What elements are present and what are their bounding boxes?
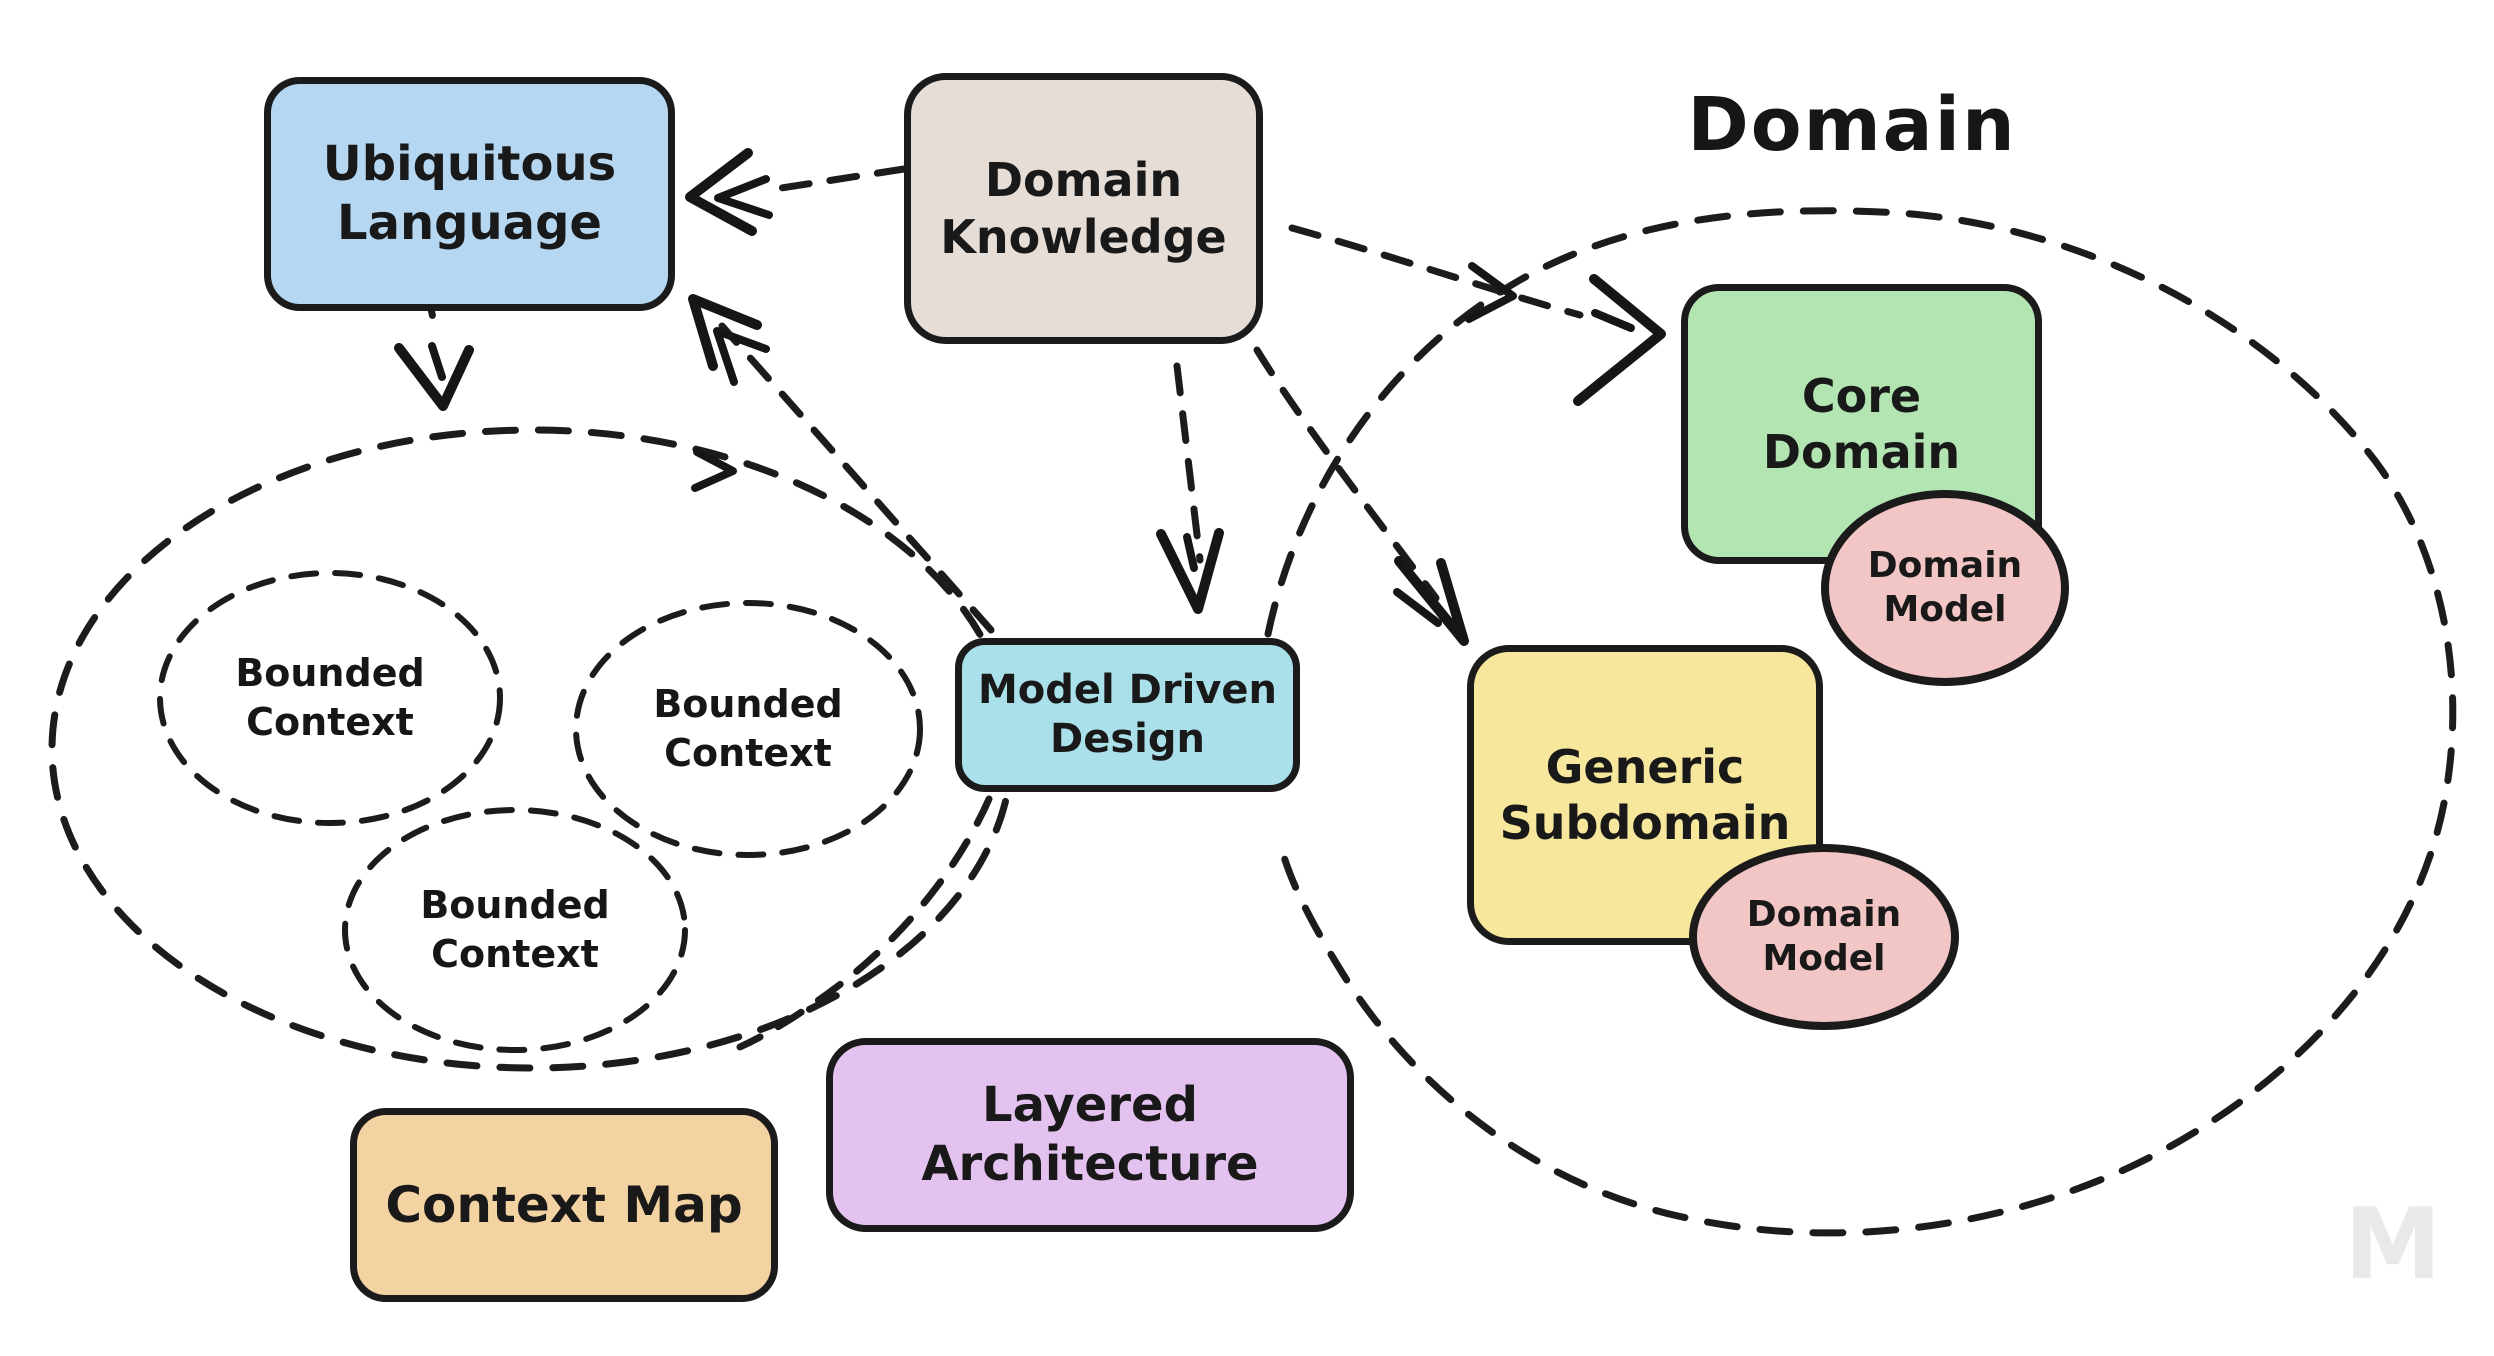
bounded-context-ellipse-2 (573, 600, 923, 858)
arrow-dk-to-core-head (1573, 274, 1666, 406)
left-ellipse-arrowhead (691, 448, 737, 492)
arrow-dk-to-mdd-line (1173, 362, 1204, 564)
box-ubiquitous-language: Ubiquitous Language (264, 77, 675, 311)
arrow-dk-to-core-mid-chevron (1465, 262, 1517, 323)
arrow-dk-to-ul-line (758, 165, 908, 195)
arrow-dk-to-mdd-head (1156, 528, 1224, 614)
arrow-dk-to-generic-head-inner (1393, 588, 1442, 627)
label-bounded-context-1: Bounded Context (235, 651, 425, 744)
mdd-to-bounded-contexts-curve (736, 795, 993, 1051)
domain-boundary-ellipse (1264, 207, 2457, 1237)
arrow-dk-to-core-head-inner (1591, 309, 1635, 332)
arrow-dk-to-ul-head-inner (714, 175, 773, 219)
ellipse-core-domain-model: Domain Model (1821, 490, 2069, 686)
arrow-dk-to-generic-head (1394, 556, 1469, 646)
arrow-dk-to-core-line (1288, 224, 1584, 319)
arrow-mdd-to-ul-line (718, 322, 995, 634)
ellipse-generic-domain-model: Domain Model (1689, 844, 1959, 1030)
arrow-dk-to-ul-head (685, 148, 757, 236)
domain-boundary-title: Domain (1687, 82, 2017, 168)
box-model-driven-design: Model Driven Design (955, 638, 1300, 792)
box-context-map: Context Map (350, 1108, 778, 1302)
arrow-dk-to-mdd-head-inner (1183, 533, 1198, 572)
bounded-context-ellipse-1 (157, 570, 503, 826)
label-bounded-context-3: Bounded Context (420, 883, 610, 976)
arrow-dk-to-generic-line (1253, 346, 1440, 602)
arrow-ul-to-contexts-head (394, 343, 474, 411)
arrow-mdd-to-ul-head-inner (713, 327, 770, 386)
bounded-context-ellipse-3 (342, 807, 688, 1053)
label-bounded-context-2: Bounded Context (653, 682, 843, 775)
box-domain-knowledge: Domain Knowledge (904, 73, 1263, 344)
watermark-m-logo: M (2344, 1188, 2442, 1302)
arrow-ul-to-contexts-head-inner (428, 342, 446, 381)
arrow-mdd-to-ul-head (688, 294, 762, 371)
box-layered-architecture: Layered Architecture (826, 1038, 1354, 1232)
